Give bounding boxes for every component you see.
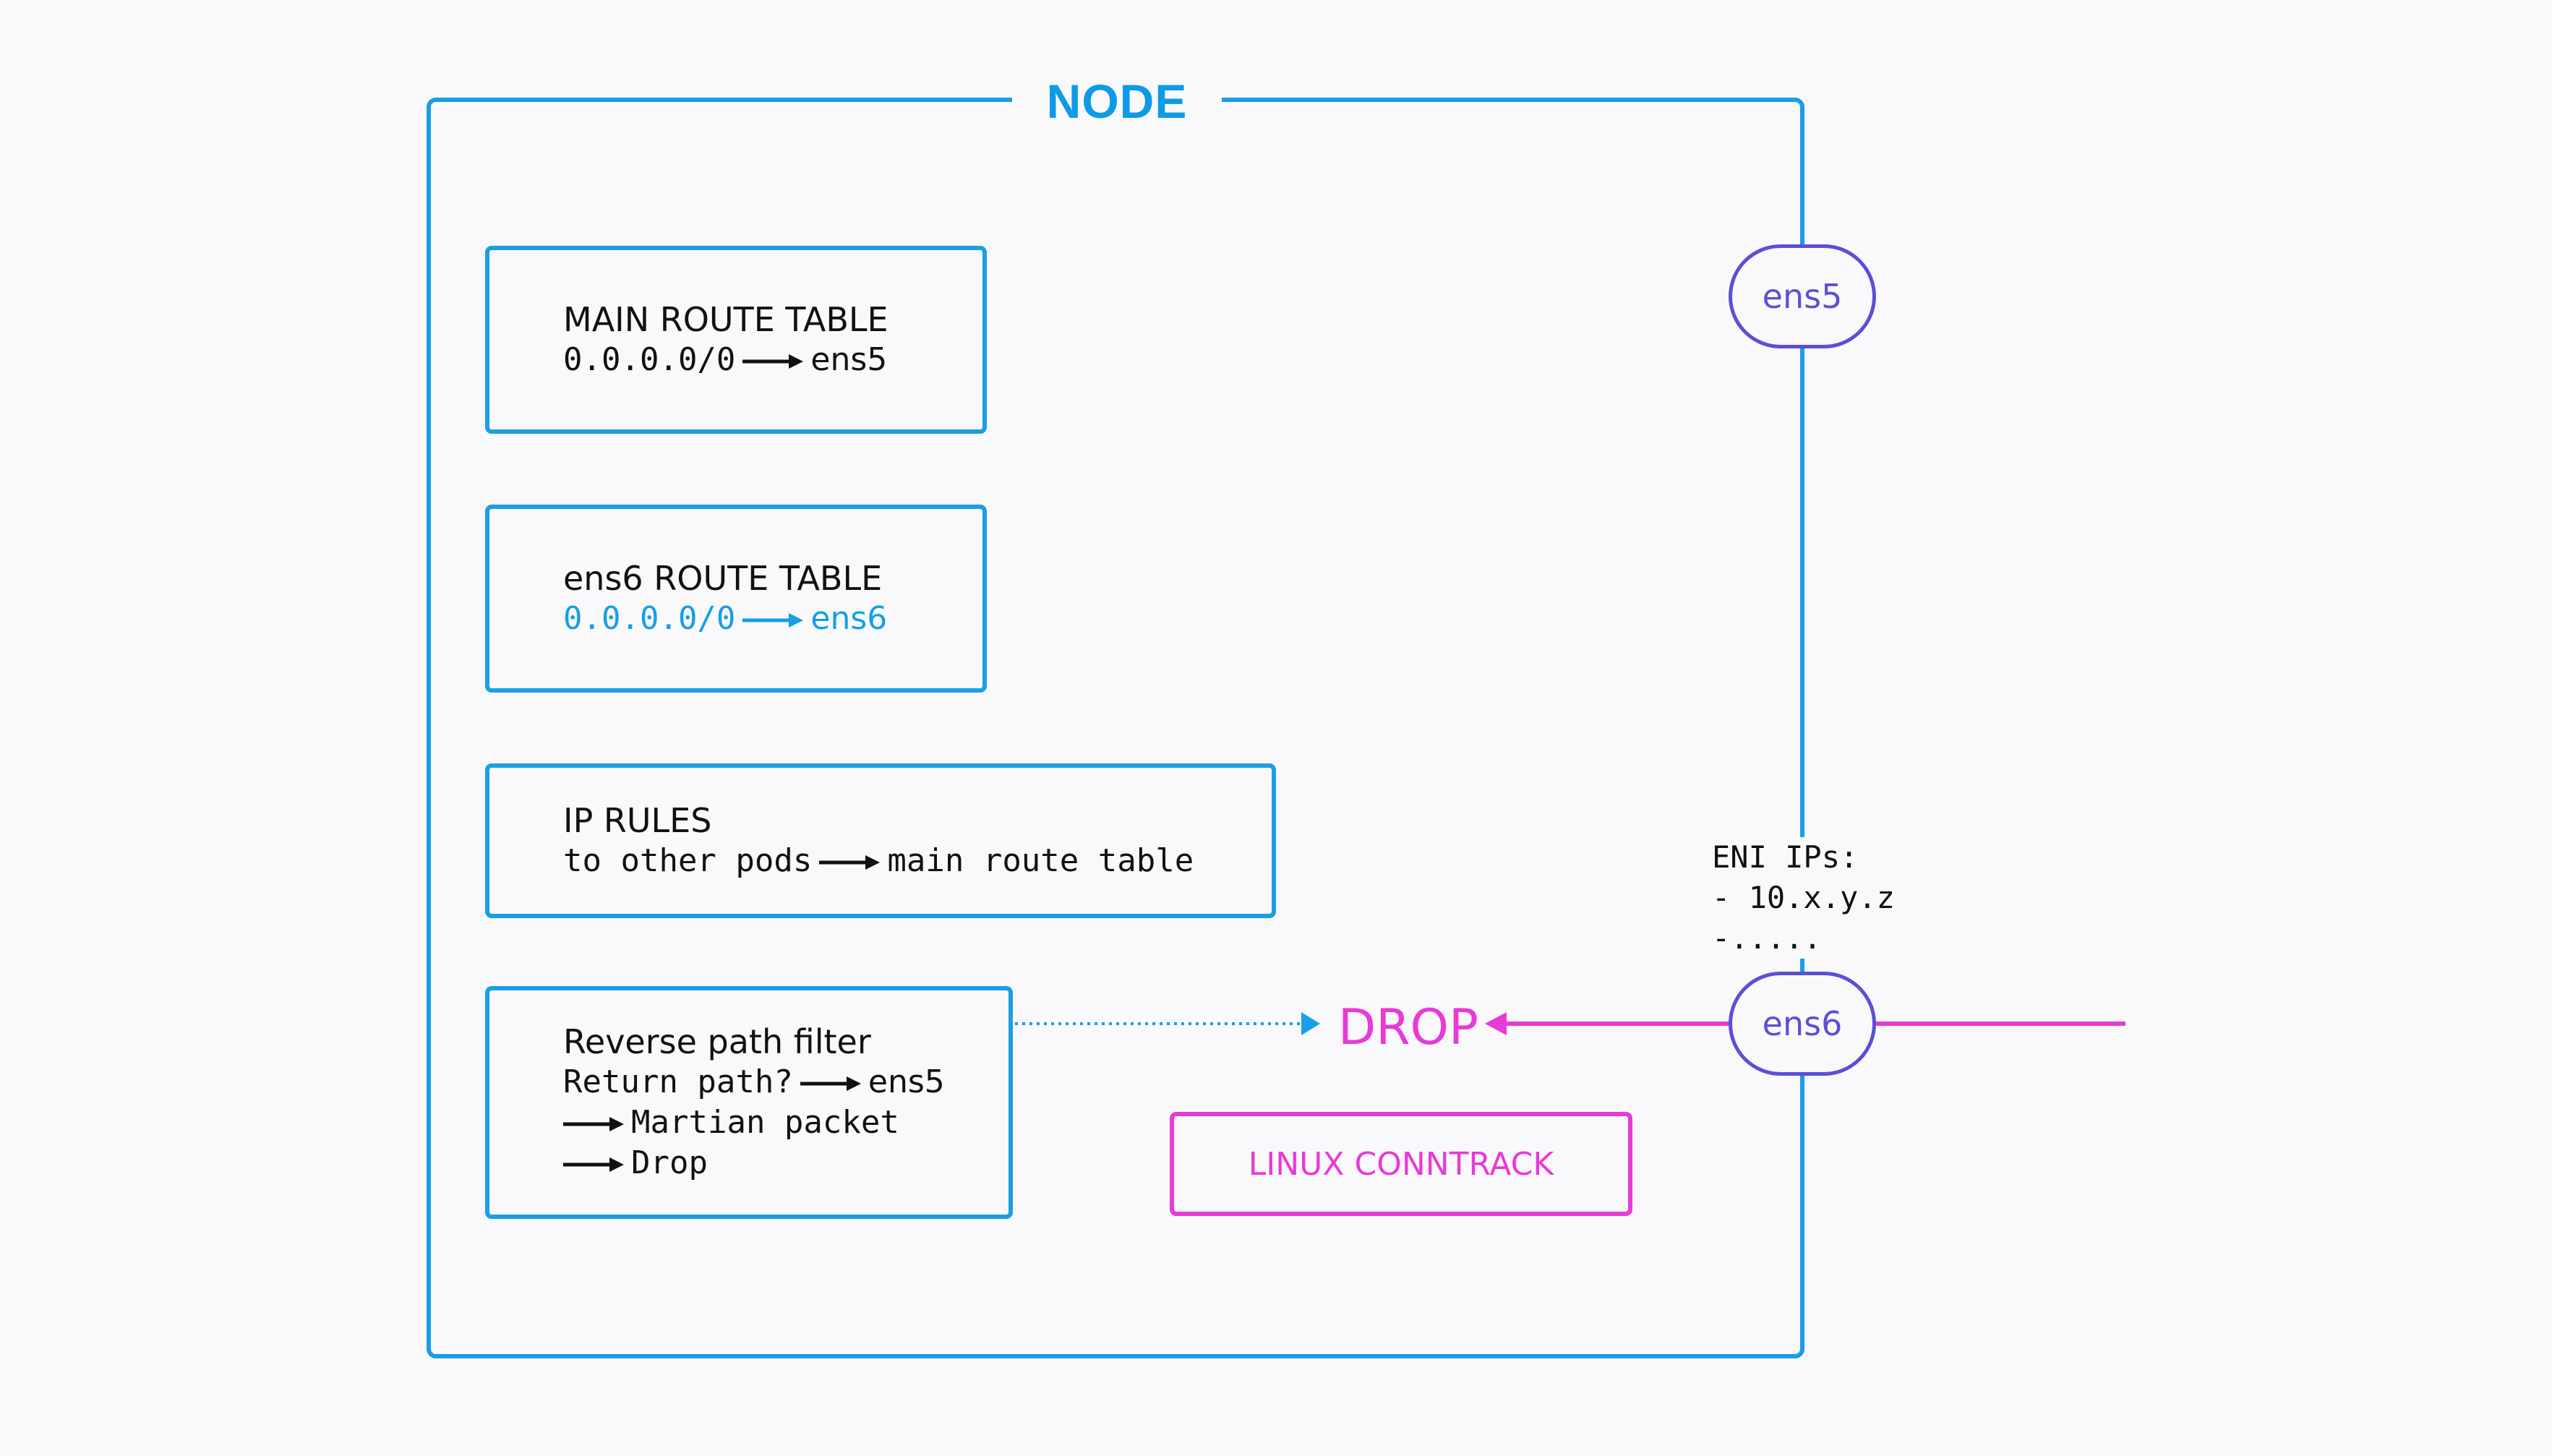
reverse-path-filter-box: Reverse path filter Return path? ens5 Mar… (485, 986, 1013, 1219)
ip-rules-title: IP RULES (563, 801, 712, 840)
drop-text: Drop (631, 1144, 708, 1181)
ens5-interface: ens5 (1729, 244, 1876, 348)
main-route-table-title: MAIN ROUTE TABLE (563, 300, 889, 339)
eni-ip-2: -..... (1712, 920, 1822, 956)
return-path-label: Return path? (563, 1063, 793, 1100)
ip-rules-rule: to other pods main route table (563, 841, 1272, 881)
ens6-route-table-box: ens6 ROUTE TABLE 0.0.0.0/0 ens6 (485, 505, 987, 693)
reverse-path-filter-line3: Drop (563, 1143, 1009, 1183)
node-title: NODE (1012, 65, 1222, 137)
drop-arrowhead-magenta (1485, 1012, 1507, 1035)
main-route-table-box: MAIN ROUTE TABLE 0.0.0.0/0 ens5 (485, 246, 987, 434)
ens6-interface: ens6 (1729, 972, 1876, 1076)
arrow-right-icon (800, 1076, 861, 1091)
arrow-right-icon (819, 855, 881, 870)
linux-conntrack-box: LINUX CONNTRACK (1170, 1112, 1632, 1216)
eni-ips-title: ENI IPs: (1712, 839, 1859, 875)
reverse-path-filter-title: Reverse path filter (563, 1022, 871, 1061)
eni-ip-1: - 10.x.y.z (1712, 880, 1895, 915)
reverse-path-filter-line1: Return path? ens5 (563, 1062, 1009, 1102)
martian-packet-text: Martian packet (631, 1104, 899, 1141)
route-cidr: 0.0.0.0/0 (563, 600, 736, 637)
drop-label: DROP (1337, 998, 1479, 1056)
ens6-route-table-title: ens6 ROUTE TABLE (563, 559, 883, 598)
rule-target: main route table (887, 842, 1194, 879)
arrow-right-icon (563, 1117, 624, 1131)
route-target: ens6 (810, 600, 888, 637)
ens6-route-table-route: 0.0.0.0/0 ens6 (563, 599, 982, 639)
arrow-right-icon (742, 613, 804, 628)
rule-source: to other pods (563, 842, 813, 879)
reverse-path-filter-line2: Martian packet (563, 1102, 1009, 1143)
drop-arrowhead-blue (1301, 1012, 1320, 1035)
return-path-target: ens5 (868, 1063, 945, 1100)
ip-rules-box: IP RULES to other pods main route table (485, 763, 1276, 918)
route-target: ens5 (810, 341, 888, 378)
arrow-right-icon (563, 1157, 624, 1172)
arrow-right-icon (742, 354, 804, 369)
eni-ips-label: ENI IPs: - 10.x.y.z -..... (1712, 837, 1943, 959)
route-cidr: 0.0.0.0/0 (563, 341, 736, 378)
main-route-table-route: 0.0.0.0/0 ens5 (563, 340, 982, 380)
